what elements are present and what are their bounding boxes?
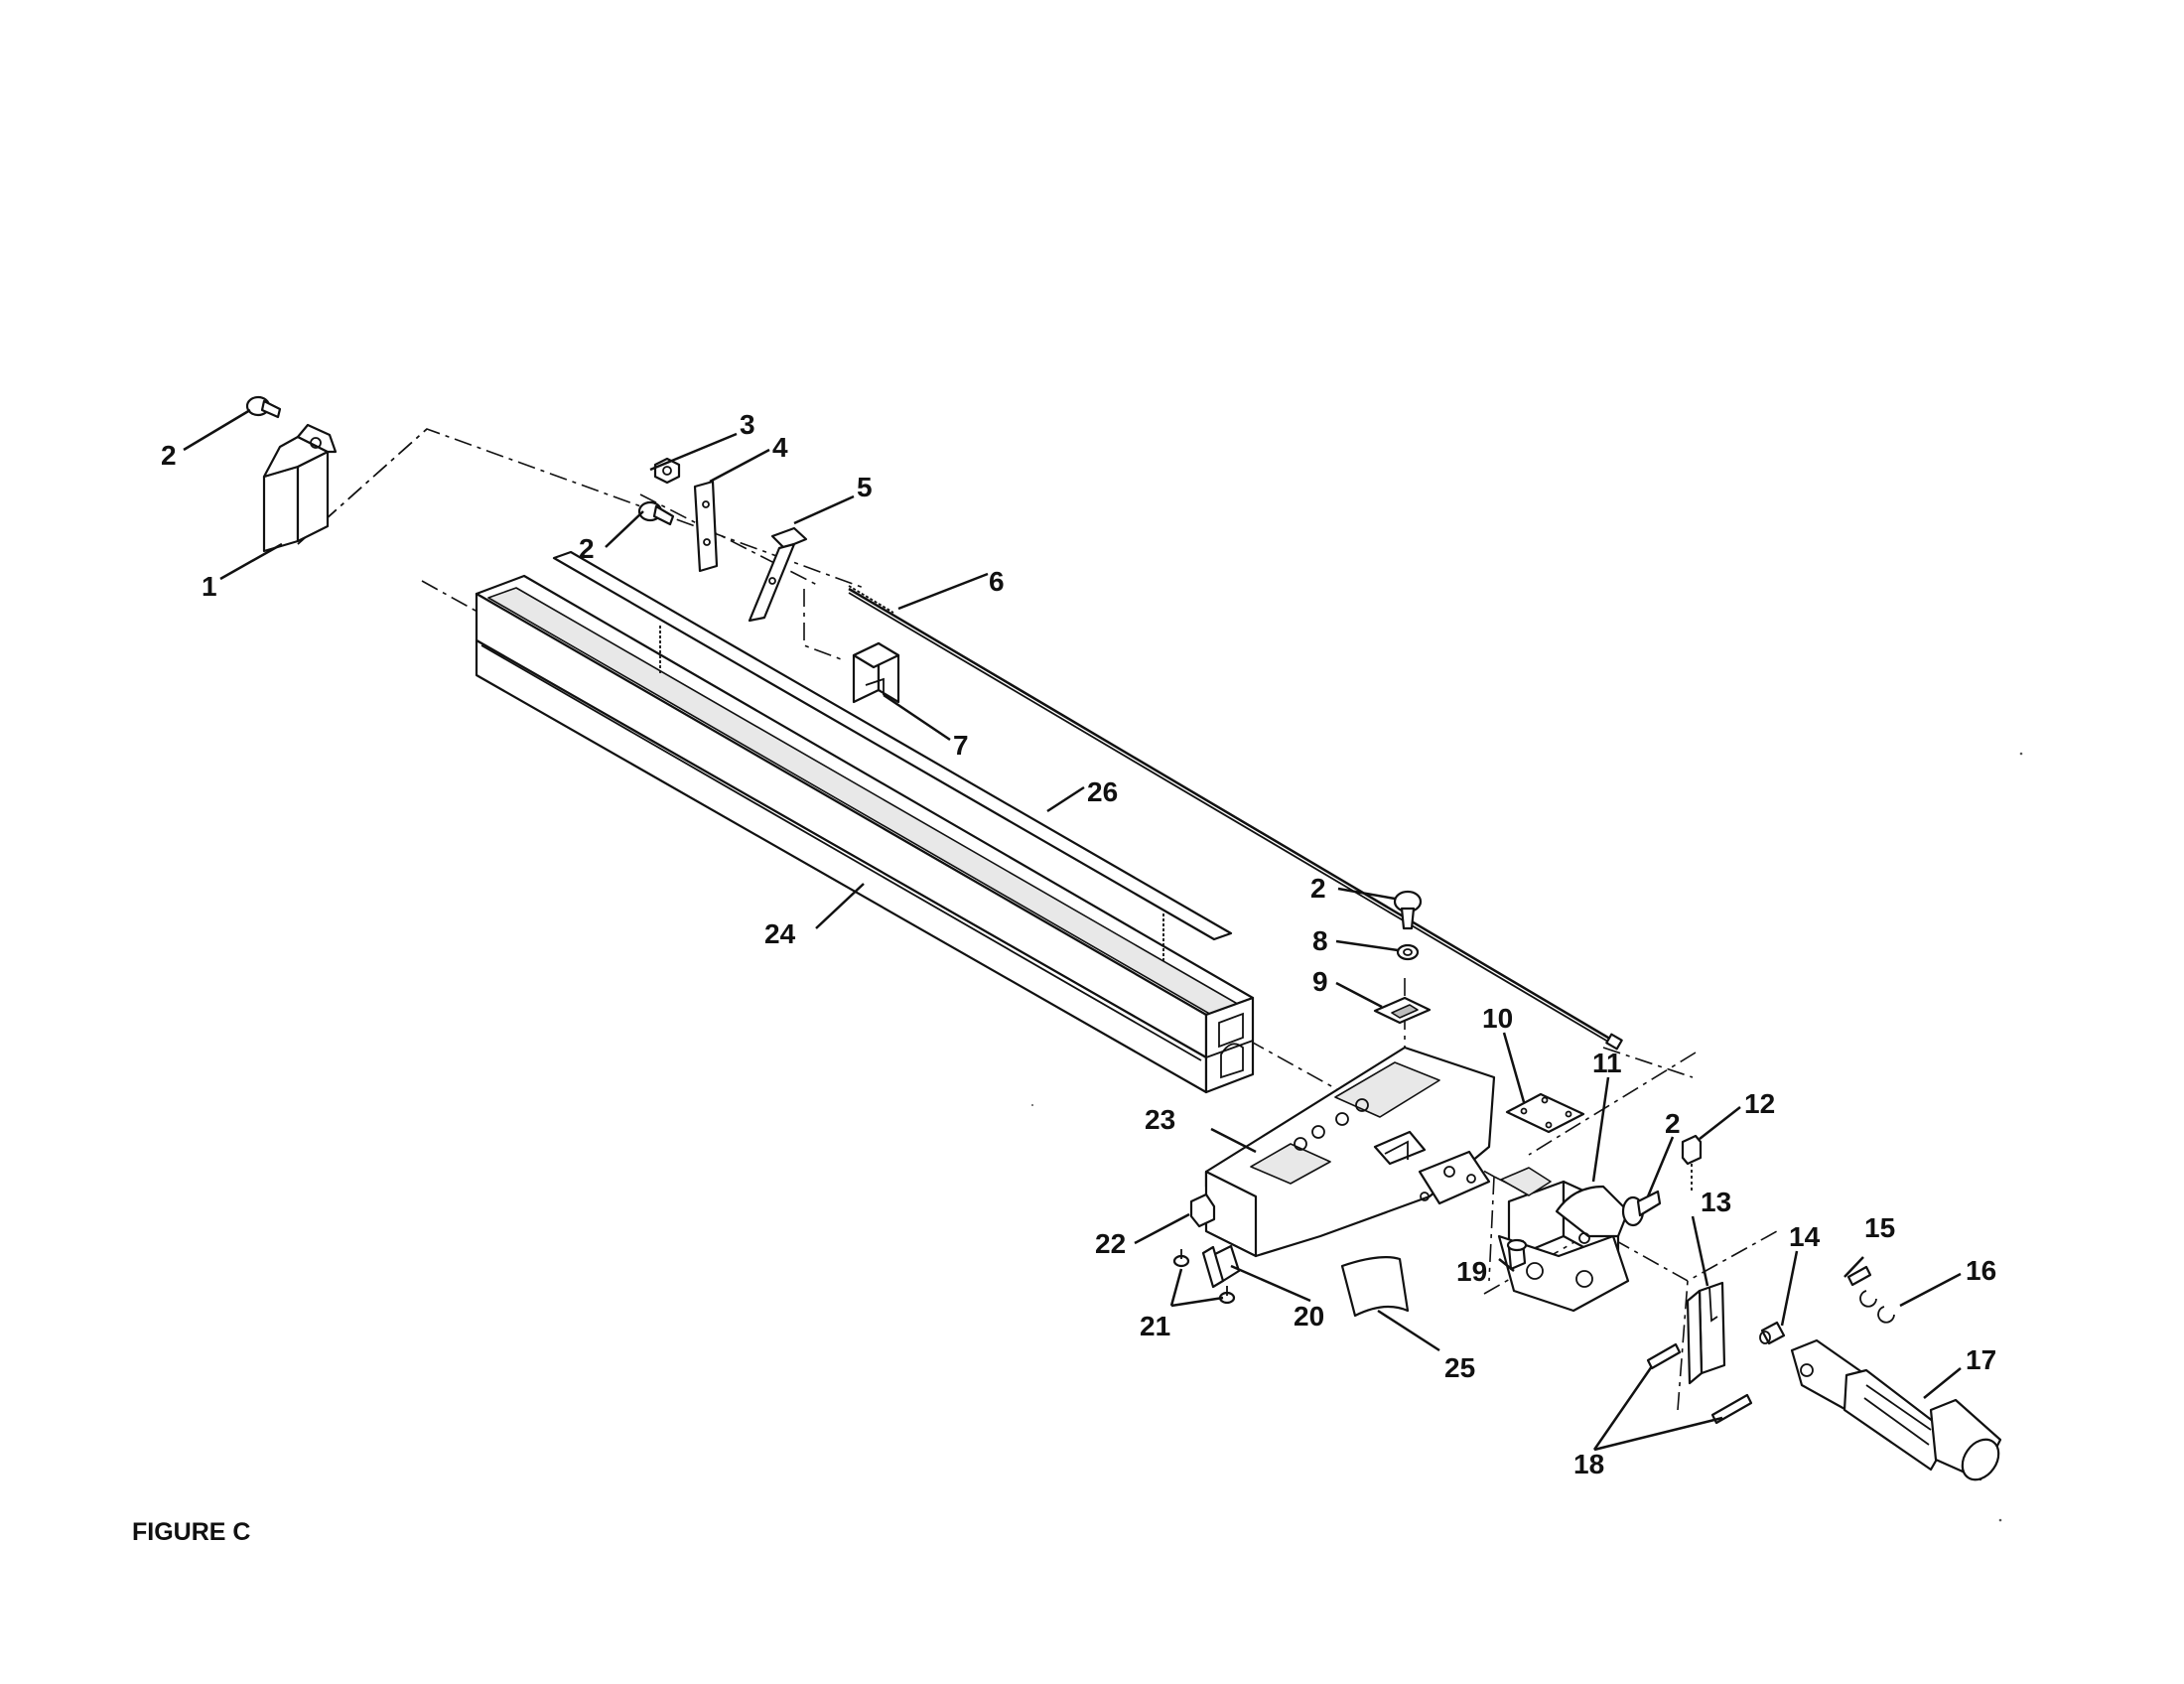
washer-part-8 (1396, 943, 1420, 961)
callout-26: 26 (1087, 776, 1118, 807)
callout-2-bracket: 2 (579, 533, 595, 564)
callout-21: 21 (1140, 1311, 1170, 1341)
callout-4: 4 (772, 432, 788, 463)
callout-9: 9 (1312, 966, 1328, 997)
handle-part-17 (1790, 1338, 2002, 1481)
speck (1998, 1518, 2002, 1522)
callout-labels: 2 1 3 4 2 5 6 7 26 24 2 8 9 10 11 2 12 2… (161, 409, 1996, 1479)
pad-part-10 (1505, 1092, 1585, 1134)
callout-15: 15 (1864, 1212, 1895, 1243)
fence-rail-part-24 (475, 574, 1255, 1094)
callout-12: 12 (1744, 1088, 1775, 1119)
lever-part-13 (1686, 1281, 1726, 1385)
callout-8: 8 (1312, 925, 1328, 956)
callout-7: 7 (953, 730, 969, 761)
rod-part-6 (848, 585, 1623, 1051)
clip-part-5 (748, 526, 808, 623)
callout-10: 10 (1482, 1003, 1513, 1034)
screw-part-2d (1621, 1190, 1662, 1227)
callout-3: 3 (740, 409, 755, 440)
callout-25: 25 (1444, 1352, 1475, 1383)
screw-part-2a (245, 395, 282, 419)
speck (2019, 752, 2023, 756)
callout-5: 5 (857, 472, 873, 502)
screw-part-19 (1506, 1238, 1528, 1271)
screw-part-21b (1218, 1286, 1236, 1305)
callout-19: 19 (1456, 1256, 1487, 1287)
fence-head-part-23 (1204, 1046, 1496, 1258)
figure-caption: FIGURE C (132, 1518, 250, 1546)
callout-2-right: 2 (1665, 1108, 1681, 1139)
callout-18: 18 (1573, 1449, 1604, 1479)
callout-11: 11 (1592, 1048, 1622, 1078)
speck (1031, 1104, 1033, 1106)
callout-20: 20 (1294, 1301, 1324, 1332)
strip-part-26 (552, 550, 1233, 941)
callout-16: 16 (1966, 1255, 1996, 1286)
callout-22: 22 (1095, 1228, 1126, 1259)
callout-14: 14 (1789, 1221, 1821, 1252)
screw-part-21a (1172, 1249, 1190, 1268)
pin-part-15 (1846, 1265, 1872, 1287)
callout-6: 6 (989, 566, 1005, 597)
leader-lines (183, 408, 1962, 1452)
screw-part-2c (1393, 890, 1423, 930)
cam-bracket-part-11 (1497, 1167, 1630, 1313)
block-part-7 (852, 641, 900, 704)
pin-part-18a (1646, 1342, 1682, 1370)
clip-part-16 (1859, 1290, 1895, 1324)
callout-1: 1 (202, 571, 217, 602)
block-part-22 (1189, 1193, 1216, 1228)
callout-2-top: 2 (1310, 873, 1326, 904)
plate-part-9 (1373, 996, 1432, 1025)
callout-2-endcap: 2 (161, 440, 177, 471)
screw-part-2b (637, 500, 675, 526)
callout-13: 13 (1701, 1187, 1731, 1217)
screw-part-12 (1681, 1134, 1703, 1192)
callout-17: 17 (1966, 1344, 1996, 1375)
bushing-part-14 (1759, 1321, 1786, 1345)
clamp-part-20 (1201, 1244, 1241, 1289)
callout-23: 23 (1145, 1104, 1175, 1135)
bracket-part-4 (693, 480, 719, 573)
callout-24: 24 (764, 918, 796, 949)
sheet-part-25 (1340, 1256, 1410, 1318)
end-cap-part (262, 423, 338, 553)
